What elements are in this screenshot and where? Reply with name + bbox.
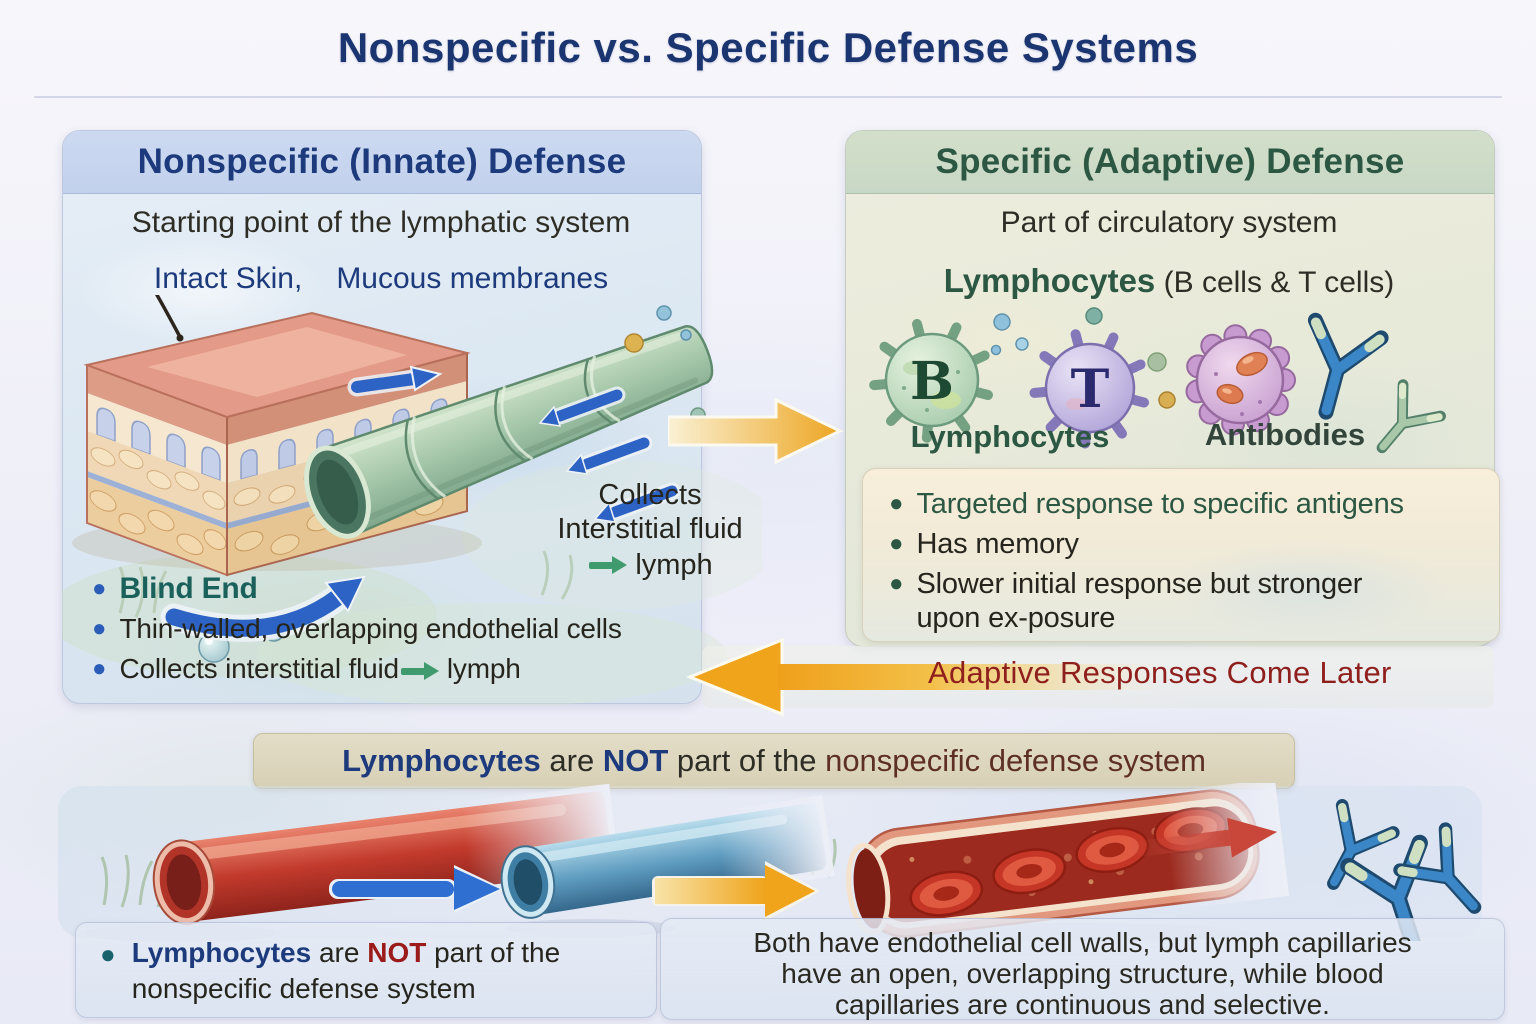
lymphocytes-heading: Lymphocytes (B cells & T cells)	[845, 262, 1493, 300]
list-item: ● Collects interstitial fluid lymph	[92, 652, 622, 686]
slower-bullet-line2: upon ex-posure	[916, 602, 1116, 634]
bullet-icon: ●	[889, 570, 904, 597]
lymphocytes-caption: Lymphocytes	[910, 419, 1110, 454]
note-rest: part of the nonspecific defense system	[131, 937, 561, 1004]
b-cell-letter: B	[910, 351, 954, 412]
b-cell-icon: B	[869, 319, 993, 443]
red-release-arrow	[1129, 817, 1278, 858]
skin-front-face	[86, 363, 228, 577]
collects-bullet: Collects interstitial fluid lymph	[120, 652, 521, 686]
targeted-bullet: Targeted response to specific antigens	[916, 488, 1405, 520]
blue-flow-arrow	[329, 865, 504, 913]
list-item: ● Targeted response to specific antigens	[889, 487, 1473, 521]
nonspecific-bullet-list: ● Blind End ● Thin-walled, overlapping e…	[92, 572, 622, 692]
note-line-2: have an open, overlapping structure, whi…	[781, 958, 1384, 989]
nonspecific-subtitle: Starting point of the lymphatic system	[131, 206, 631, 239]
lymph-capillary-illustration	[304, 325, 714, 539]
thin-walled-bullet: Thin-walled, overlapping endothelial cel…	[119, 613, 622, 644]
interstitial-fluid-arrows	[160, 365, 681, 642]
lymph-arrow-icon	[589, 556, 628, 574]
slower-bullet-line1: Slower initial response but stronger	[916, 568, 1363, 600]
title-divider	[34, 96, 1502, 98]
lymph-capillary-closed	[500, 794, 835, 919]
bullet-icon: ●	[889, 490, 904, 517]
adaptive-come-later-arrow	[685, 637, 1162, 717]
collects-caption-line2: Interstitial fluid	[557, 513, 743, 545]
banner-lymphocytes: Lymphocytes	[342, 743, 541, 778]
adaptive-traits-box: ● Targeted response to specific antigens…	[862, 468, 1500, 642]
antibody-icon	[1393, 822, 1482, 914]
t-cell-icon: T	[1029, 329, 1149, 449]
note-lymphocytes: Lymphocytes	[131, 937, 312, 968]
banner-not: NOT	[602, 743, 669, 778]
intact-skin-label: Intact Skin,	[153, 262, 303, 295]
nonspecific-panel-header: Nonspecific (Innate) Defense	[63, 131, 701, 194]
t-cell-letter: T	[1071, 359, 1110, 420]
middle-banner: Lymphocytes are NOT part of the nonspeci…	[253, 733, 1295, 789]
bullet-icon: ●	[92, 615, 107, 642]
bullet-icon: ●	[889, 530, 904, 557]
collects-caption-lymph: lymph	[635, 549, 713, 581]
list-item: ● Slower initial response but stronger u…	[889, 567, 1473, 635]
bottom-right-note: Both have endothelial cell walls, but ly…	[660, 918, 1505, 1020]
list-item: ● Has memory	[889, 527, 1473, 561]
plasma-cell-icon	[1185, 324, 1296, 436]
bullet-icon: ●	[100, 939, 116, 969]
innate-to-adaptive-arrow	[668, 398, 844, 464]
note-not: NOT	[367, 937, 427, 968]
specific-panel-title: Specific (Adaptive) Defense	[935, 142, 1405, 181]
list-item: ● Blind End	[92, 572, 622, 606]
hair-icon	[155, 295, 182, 338]
note-line-1: Both have endothelial cell walls, but ly…	[753, 927, 1412, 958]
lymphocytes-heading-bold: Lymphocytes	[943, 262, 1156, 299]
lymphocytes-heading-rest: (B cells & T cells)	[1155, 266, 1395, 299]
skin-mucous-line: Intact Skin, Mucous membranes	[62, 262, 700, 296]
ground-wash	[62, 460, 762, 705]
bullet-icon: ●	[92, 575, 107, 602]
banner-part: part of the	[668, 743, 826, 778]
note-are: are	[311, 937, 368, 968]
page-title: Nonspecific vs. Specific Defense Systems	[337, 24, 1199, 71]
antibodies-caption: Antibodies	[1204, 417, 1366, 452]
bullet-icon: ●	[92, 655, 107, 682]
cut-open-blood-capillary	[846, 783, 1290, 938]
mucous-membranes-label: Mucous membranes	[336, 262, 609, 295]
memory-bullet: Has memory	[916, 528, 1080, 560]
specific-subtitle: Part of circulatory system	[1000, 206, 1338, 239]
antibody-icon	[1307, 312, 1389, 420]
collects-bullet-lymph: lymph	[446, 653, 521, 684]
particle-beads	[990, 307, 1176, 409]
collects-bullet-text: Collects interstitial fluid	[119, 653, 400, 684]
slower-bullet: Slower initial response but stronger upo…	[917, 567, 1363, 635]
antigen-blobs	[1216, 351, 1268, 405]
vessel-comparison-illustration	[85, 783, 1482, 941]
adaptive-come-later-label: Adaptive Responses Come Later	[928, 655, 1392, 690]
collects-caption-line1: Collects	[598, 479, 702, 511]
nonspecific-panel-title: Nonspecific (Innate) Defense	[137, 142, 627, 181]
banner-are: are	[540, 743, 603, 778]
specific-panel-header: Specific (Adaptive) Defense	[846, 131, 1494, 194]
lymphatic-system-illustration	[62, 295, 762, 705]
lymph-arrow-icon	[400, 662, 439, 680]
antibody-icon	[1376, 379, 1446, 454]
bottom-left-note: ● Lymphocytes are NOT part of the nonspe…	[75, 922, 657, 1018]
note-line-3: capillaries are continuous and selective…	[835, 989, 1330, 1020]
blind-end-bullet: Blind End	[119, 572, 258, 605]
bottom-left-note-text: Lymphocytes are NOT part of the nonspeci…	[132, 935, 612, 1017]
lymphocytes-antibodies-illustration: B T	[869, 307, 1446, 454]
banner-nonspecific: nonspecific defense system	[825, 743, 1206, 778]
list-item: ● Thin-walled, overlapping endothelial c…	[92, 612, 622, 646]
yellow-flow-arrow	[652, 861, 820, 921]
collects-caption: Collects Interstitial fluid lymph	[495, 478, 805, 582]
